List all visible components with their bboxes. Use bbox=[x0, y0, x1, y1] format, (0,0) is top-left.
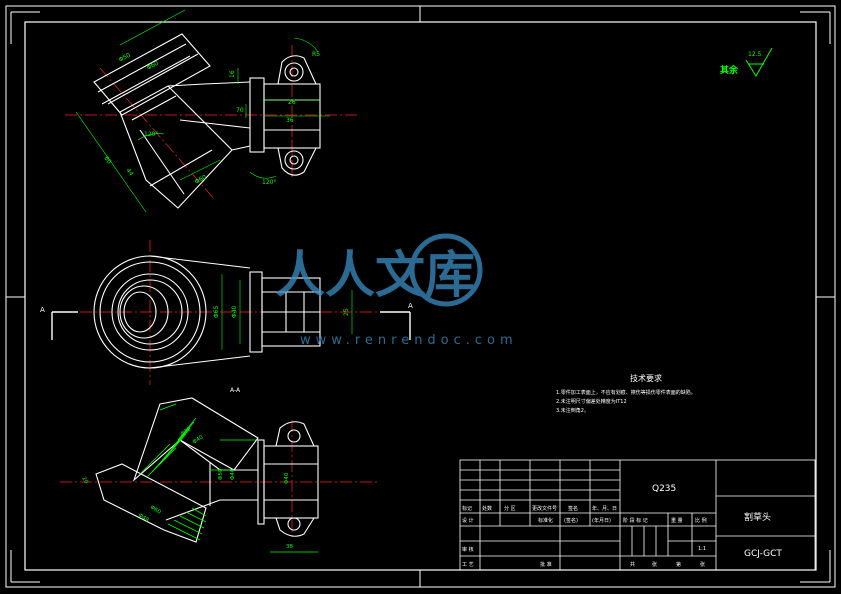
dim-sec-2: Φ50 bbox=[218, 468, 224, 480]
dim-top-7: 120° bbox=[144, 131, 158, 138]
watermark: 人人文库 www.renrendoc.com bbox=[275, 233, 518, 348]
tb-sheet-2: 第 bbox=[676, 561, 681, 568]
tb-process: 工 艺 bbox=[462, 562, 474, 568]
watermark-text: 人人文库 bbox=[275, 246, 475, 304]
dim-sec-5: Φ48 bbox=[137, 513, 150, 524]
watermark-url: www.renrendoc.com bbox=[300, 333, 518, 348]
tb-header-5: 年、月、日 bbox=[592, 505, 617, 512]
tb-header-2: 分 区 bbox=[504, 505, 516, 512]
tech-req-item-1: 2.未注明尺寸偏差处精度为IT12 bbox=[556, 398, 627, 405]
dim-top-4: 70 bbox=[236, 107, 244, 114]
tb-review: 审 核 bbox=[462, 546, 474, 553]
dim-front-1: Φ40 bbox=[231, 305, 238, 318]
tb-approve: 批 准 bbox=[540, 561, 552, 568]
tb-stage-2: 比 例 bbox=[695, 517, 707, 524]
dim-sec-0: Φ32 bbox=[180, 426, 193, 437]
tb-header-3: 更改文件号 bbox=[532, 505, 557, 512]
dim-sec-1: Φ40 bbox=[192, 434, 205, 446]
tb-part-name: 割草头 bbox=[744, 511, 771, 523]
dim-sec-6: Φ60 bbox=[149, 505, 162, 516]
dim-top-3: R5 bbox=[312, 51, 320, 58]
dim-top-2: 16 bbox=[229, 70, 236, 78]
tb-date: (年月日) bbox=[592, 517, 611, 524]
dim-sec-7: Φ40 bbox=[284, 472, 290, 484]
tb-drawing-code: GCJ-GCT bbox=[744, 549, 782, 559]
section-mark-right: A bbox=[408, 302, 413, 310]
technical-requirements: 技术要求 1.零件加工表面上，不应有划痕、擦伤等损伤零件表面的缺陷。 2.未注明… bbox=[556, 373, 696, 414]
section-view-label: A-A bbox=[230, 387, 241, 394]
tb-standard: 标准化 bbox=[538, 517, 553, 524]
surface-finish-value: 12.5 bbox=[748, 51, 762, 58]
top-view: Φ60 Φ50 16 R5 70 26 36 120° 44 60 Φ60 12… bbox=[65, 9, 358, 213]
tb-sheet-1: 张 bbox=[652, 561, 657, 568]
tb-scale: 1:1 bbox=[698, 546, 706, 552]
front-view: A A Φ65 Φ40 25 bbox=[40, 240, 413, 385]
dim-sec-4: 20 bbox=[80, 476, 89, 485]
surface-finish-symbol: 其余 12.5 bbox=[720, 47, 773, 77]
surface-finish-label: 其余 bbox=[720, 64, 739, 76]
dim-sec-8: 38 bbox=[286, 544, 293, 550]
tb-sheet-0: 共 bbox=[630, 561, 635, 568]
dim-front-0: Φ65 bbox=[213, 305, 220, 318]
dim-front-2: 25 bbox=[343, 308, 350, 316]
tech-req-item-2: 3.未注倒角2。 bbox=[556, 407, 589, 414]
section-mark-left: A bbox=[40, 306, 45, 314]
dim-top-5: 26 bbox=[288, 99, 296, 106]
tb-header-1: 处数 bbox=[482, 505, 492, 512]
tb-stage-0: 阶 段 标 记 bbox=[623, 517, 648, 524]
dim-sec-3: Φ40 bbox=[230, 468, 236, 480]
drawing-frame bbox=[5, 5, 836, 588]
tb-header-0: 标记 bbox=[462, 505, 472, 512]
tb-design: 设 计 bbox=[462, 517, 474, 524]
tb-sheet-3: 张 bbox=[700, 561, 705, 568]
tb-header-4: 签名 bbox=[568, 505, 578, 512]
tb-stage-1: 重 量 bbox=[671, 517, 683, 524]
tb-material: Q235 bbox=[652, 484, 676, 494]
section-view: A-A bbox=[60, 387, 380, 553]
dim-top-6: 36 bbox=[286, 117, 294, 124]
title-block bbox=[459, 459, 816, 571]
tb-sign: (签名) bbox=[564, 517, 578, 524]
tech-req-title: 技术要求 bbox=[630, 373, 662, 383]
tech-req-item-0: 1.零件加工表面上，不应有划痕、擦伤等损伤零件表面的缺陷。 bbox=[556, 389, 696, 396]
dim-top-8: 44 bbox=[124, 167, 134, 177]
dim-top-11: 120° bbox=[262, 179, 276, 186]
dim-top-9: 60 bbox=[102, 155, 112, 165]
